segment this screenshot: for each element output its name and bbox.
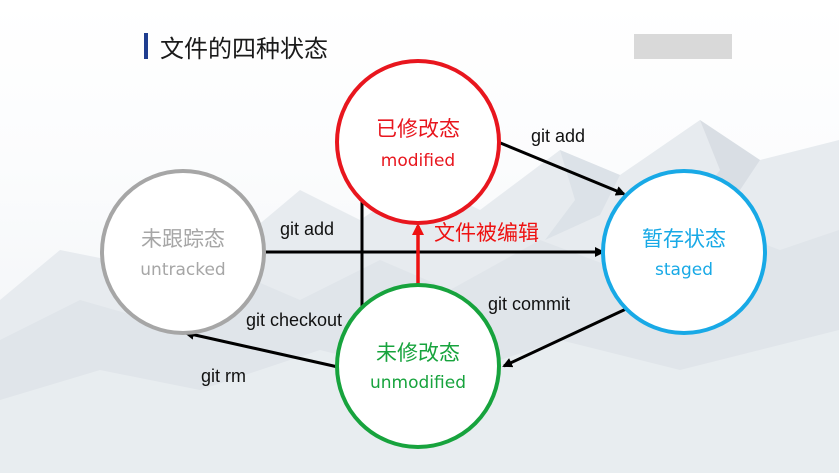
node-untracked-en-label: untracked — [140, 260, 225, 280]
node-untracked-cn-label: 未跟踪态 — [141, 227, 225, 251]
label-git-rm: git rm — [201, 366, 246, 386]
node-unmodified-en-label: unmodified — [370, 373, 466, 393]
label-git-checkout: git checkout — [246, 310, 342, 330]
node-modified-en-label: modified — [381, 151, 455, 171]
arrow-staged-to-unmodified — [502, 307, 627, 368]
logo-placeholder — [634, 34, 732, 59]
label-git-add-modified: git add — [531, 126, 585, 146]
label-git-commit: git commit — [488, 294, 570, 314]
node-staged: 暂存状态 staged — [601, 169, 767, 335]
arrow-unmodified-to-untracked — [184, 329, 339, 369]
node-untracked: 未跟踪态 untracked — [100, 169, 266, 335]
arrow-modified-to-staged — [497, 140, 626, 196]
node-modified-cn-label: 已修改态 — [376, 117, 460, 141]
slide-title-block: 文件的四种状态 — [144, 30, 328, 63]
node-unmodified: 未修改态 unmodified — [335, 283, 501, 449]
node-modified: 已修改态 modified — [335, 59, 501, 225]
node-staged-en-label: staged — [655, 260, 713, 280]
title-accent-bar — [144, 33, 148, 59]
slide-title: 文件的四种状态 — [160, 34, 328, 63]
node-staged-cn-label: 暂存状态 — [642, 227, 726, 251]
label-git-add-untracked: git add — [280, 219, 334, 239]
node-unmodified-cn-label: 未修改态 — [376, 341, 460, 365]
label-file-edited: 文件被编辑 — [434, 221, 539, 245]
